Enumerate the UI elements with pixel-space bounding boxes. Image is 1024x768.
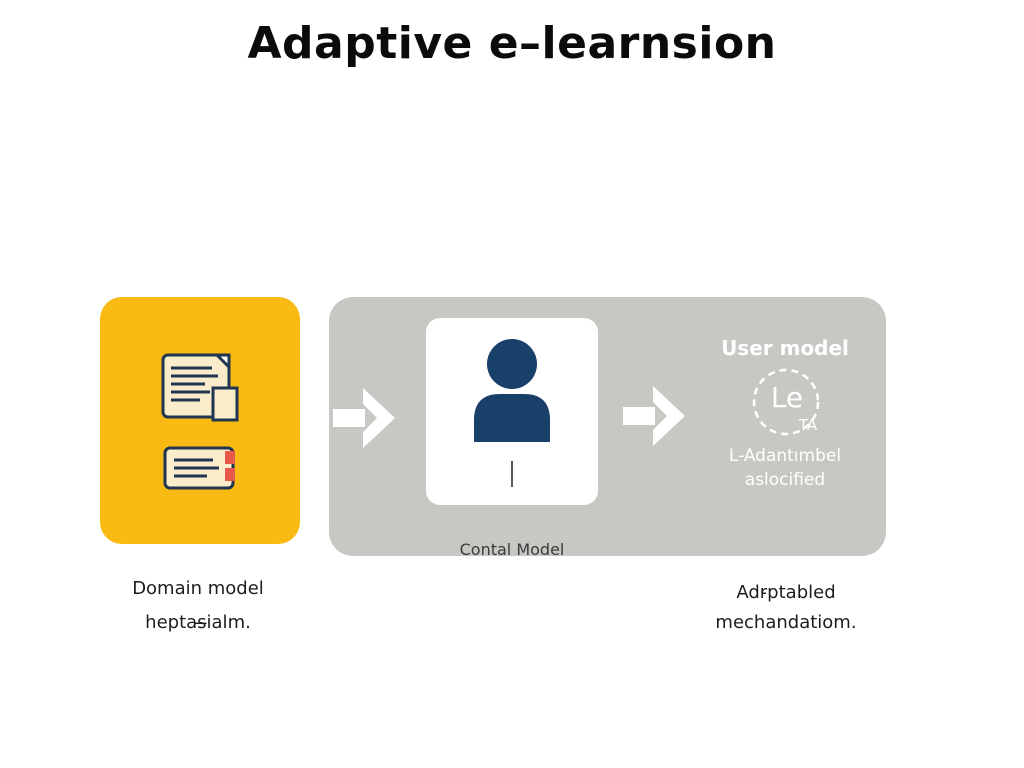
document-icon bbox=[160, 352, 240, 428]
adaptation-caption: Adr̵ptabled bbox=[736, 582, 836, 603]
user-badge-text: Le bbox=[770, 381, 804, 414]
message-card-icon bbox=[163, 446, 239, 496]
arrow-right-icon bbox=[333, 388, 397, 448]
user-model-heading: User model bbox=[721, 336, 849, 360]
cursor-line bbox=[511, 461, 513, 487]
diagram-title: Adaptive e–learnsion bbox=[247, 18, 777, 69]
domain-model-box bbox=[100, 297, 300, 544]
domain-model-caption: Domain model bbox=[132, 578, 264, 599]
adaptation-subcaption: mechandatiom. bbox=[715, 612, 857, 633]
user-model-line-1: L-Adantımbel bbox=[728, 446, 842, 466]
arrow-right-icon bbox=[623, 386, 687, 446]
user-badge-subtext: TA bbox=[798, 416, 818, 434]
content-model-caption: Contal Model bbox=[459, 540, 565, 559]
dashed-circle-icon bbox=[750, 366, 822, 442]
user-icon bbox=[472, 338, 552, 448]
user-model-line-2: aslocified bbox=[744, 470, 826, 490]
domain-model-subcaption: heptas̶ialm. bbox=[145, 612, 251, 633]
model-panel bbox=[329, 297, 886, 556]
